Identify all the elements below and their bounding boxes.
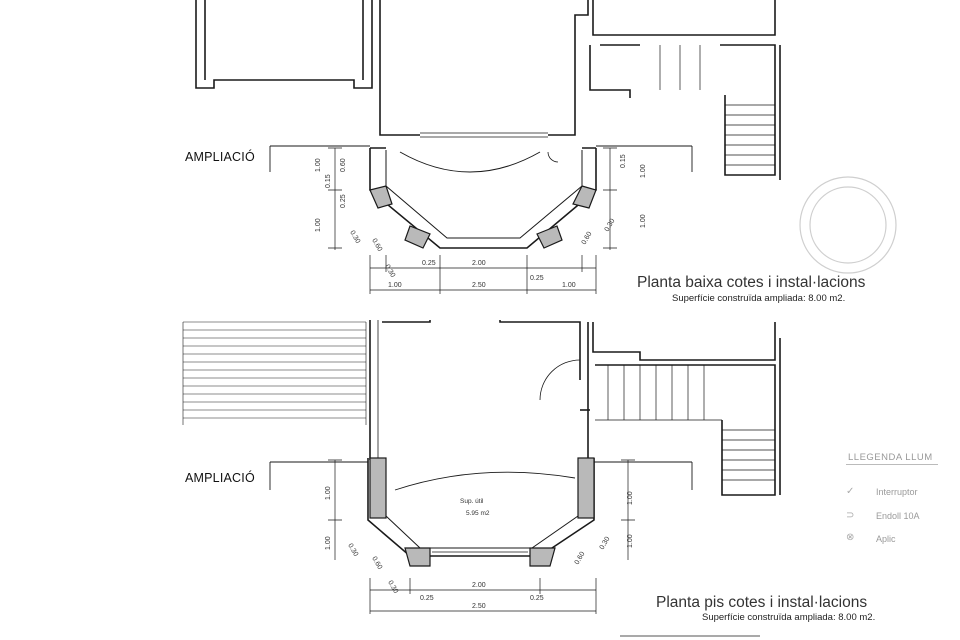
legend-item-label: Endoll 10A — [876, 511, 920, 521]
top-side-dim-text: 0.25 — [340, 194, 347, 208]
top-side-dim-text: 0.30 — [383, 264, 396, 279]
bottom-dim-text: 2.00 — [472, 582, 486, 589]
top-dim-text: 1.00 — [562, 282, 576, 289]
bottom-side-dim-text: 0.60 — [370, 556, 383, 571]
top-side-dim-text: 0.60 — [370, 238, 383, 253]
top-plan-title: Planta baixa cotes i instal·lacions — [637, 274, 866, 291]
bottom-side-dim-text: 1.00 — [627, 491, 634, 505]
top-side-dim-text: 1.00 — [315, 218, 322, 232]
deck-planks — [182, 321, 367, 425]
top-right-room-wall — [592, 0, 776, 36]
top-section-label: AMPLIACIÓ — [185, 150, 255, 164]
bottom-side-dim-text: 0.30 — [346, 543, 359, 558]
legend-item-label: Aplic — [876, 534, 896, 544]
top-dim-text: 0.25 — [422, 260, 436, 267]
top-dim-text: 0.25 — [530, 275, 544, 282]
socket-icon: ⊃ — [846, 510, 855, 521]
top-bay-window — [369, 148, 597, 249]
top-side-dim-text: 1.00 — [640, 164, 647, 178]
bottom-dim-text: 2.50 — [472, 603, 486, 610]
top-side-dim-text: 0.15 — [620, 154, 627, 168]
bottom-dim-text: 0.25 — [530, 595, 544, 602]
room-area: 5.95 m2 — [466, 510, 490, 517]
top-central-room-wall — [379, 0, 420, 136]
legend-title: LLEGENDA LLUM — [848, 452, 933, 463]
top-side-dim-text: 0.15 — [325, 174, 332, 188]
bottom-side-dim-text: 0.30 — [386, 580, 399, 595]
room-label: Sup. útil — [460, 498, 484, 505]
top-side-dim-text: 0.30 — [348, 230, 361, 245]
bottom-dim-text: 0.25 — [420, 595, 434, 602]
top-side-dim-text: 0.60 — [581, 231, 594, 246]
top-side-dim-text: 0.30 — [604, 218, 617, 233]
bottom-plan-subtitle: Superfície construïda ampliada: 8.00 m2. — [702, 612, 876, 623]
top-side-dim-text: 0.60 — [340, 158, 347, 172]
switch-icon: ✓ — [846, 486, 855, 497]
top-plan-subtitle: Superfície construïda ampliada: 8.00 m2. — [672, 293, 846, 304]
top-side-dim-text: 1.00 — [315, 158, 322, 172]
legend-underline — [846, 464, 938, 465]
bottom-side-dim-text: 0.30 — [599, 536, 612, 551]
official-stamp — [799, 176, 897, 274]
top-dim-text: 2.50 — [472, 282, 486, 289]
top-left-room-wall — [195, 0, 373, 89]
bottom-side-dim-text: 1.00 — [325, 486, 332, 500]
legend-item-label: Interruptor — [876, 487, 918, 497]
bottom-section-label: AMPLIACIÓ — [185, 471, 255, 485]
top-dim-text: 2.00 — [472, 260, 486, 267]
top-dim-text: 1.00 — [388, 282, 402, 289]
bottom-side-dim-text: 0.60 — [574, 551, 587, 566]
bottom-side-dim-text: 1.00 — [627, 534, 634, 548]
bottom-side-dim-text: 1.00 — [325, 536, 332, 550]
bottom-plan-title: Planta pis cotes i instal·lacions — [656, 594, 868, 611]
top-side-dim-text: 1.00 — [640, 214, 647, 228]
wall-lamp-icon: ⊗ — [846, 532, 855, 543]
